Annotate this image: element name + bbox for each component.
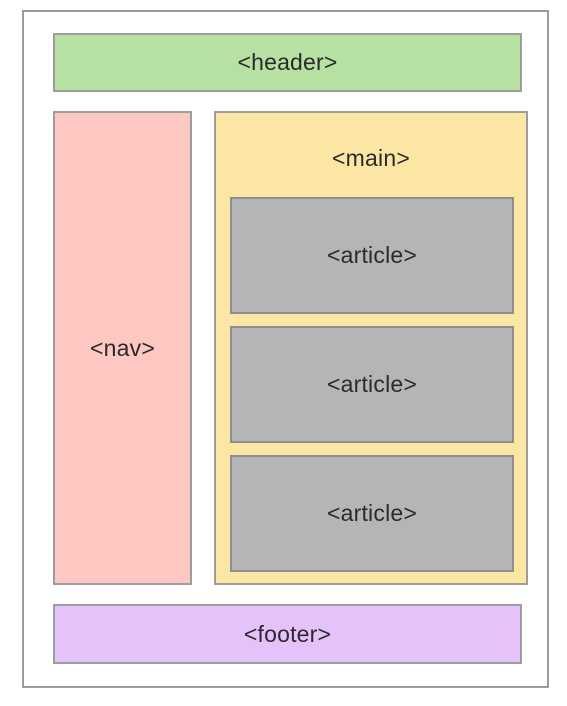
article-label-3: <article> bbox=[326, 500, 417, 526]
nav-block: <nav> bbox=[53, 111, 192, 585]
article-block-2: <article> bbox=[230, 326, 514, 443]
footer-block: <footer> bbox=[53, 604, 522, 664]
footer-label: <footer> bbox=[243, 620, 332, 647]
article-label-1: <article> bbox=[326, 242, 417, 268]
article-block-1: <article> bbox=[230, 197, 514, 314]
article-block-3: <article> bbox=[230, 455, 514, 572]
header-label: <header> bbox=[237, 49, 338, 75]
article-label-2: <article> bbox=[326, 371, 417, 397]
main-label: <main> bbox=[332, 145, 410, 171]
main-block: <main> <article> <article> <article> bbox=[214, 111, 528, 585]
header-block: <header> bbox=[53, 33, 522, 92]
nav-label: <nav> bbox=[90, 334, 155, 361]
